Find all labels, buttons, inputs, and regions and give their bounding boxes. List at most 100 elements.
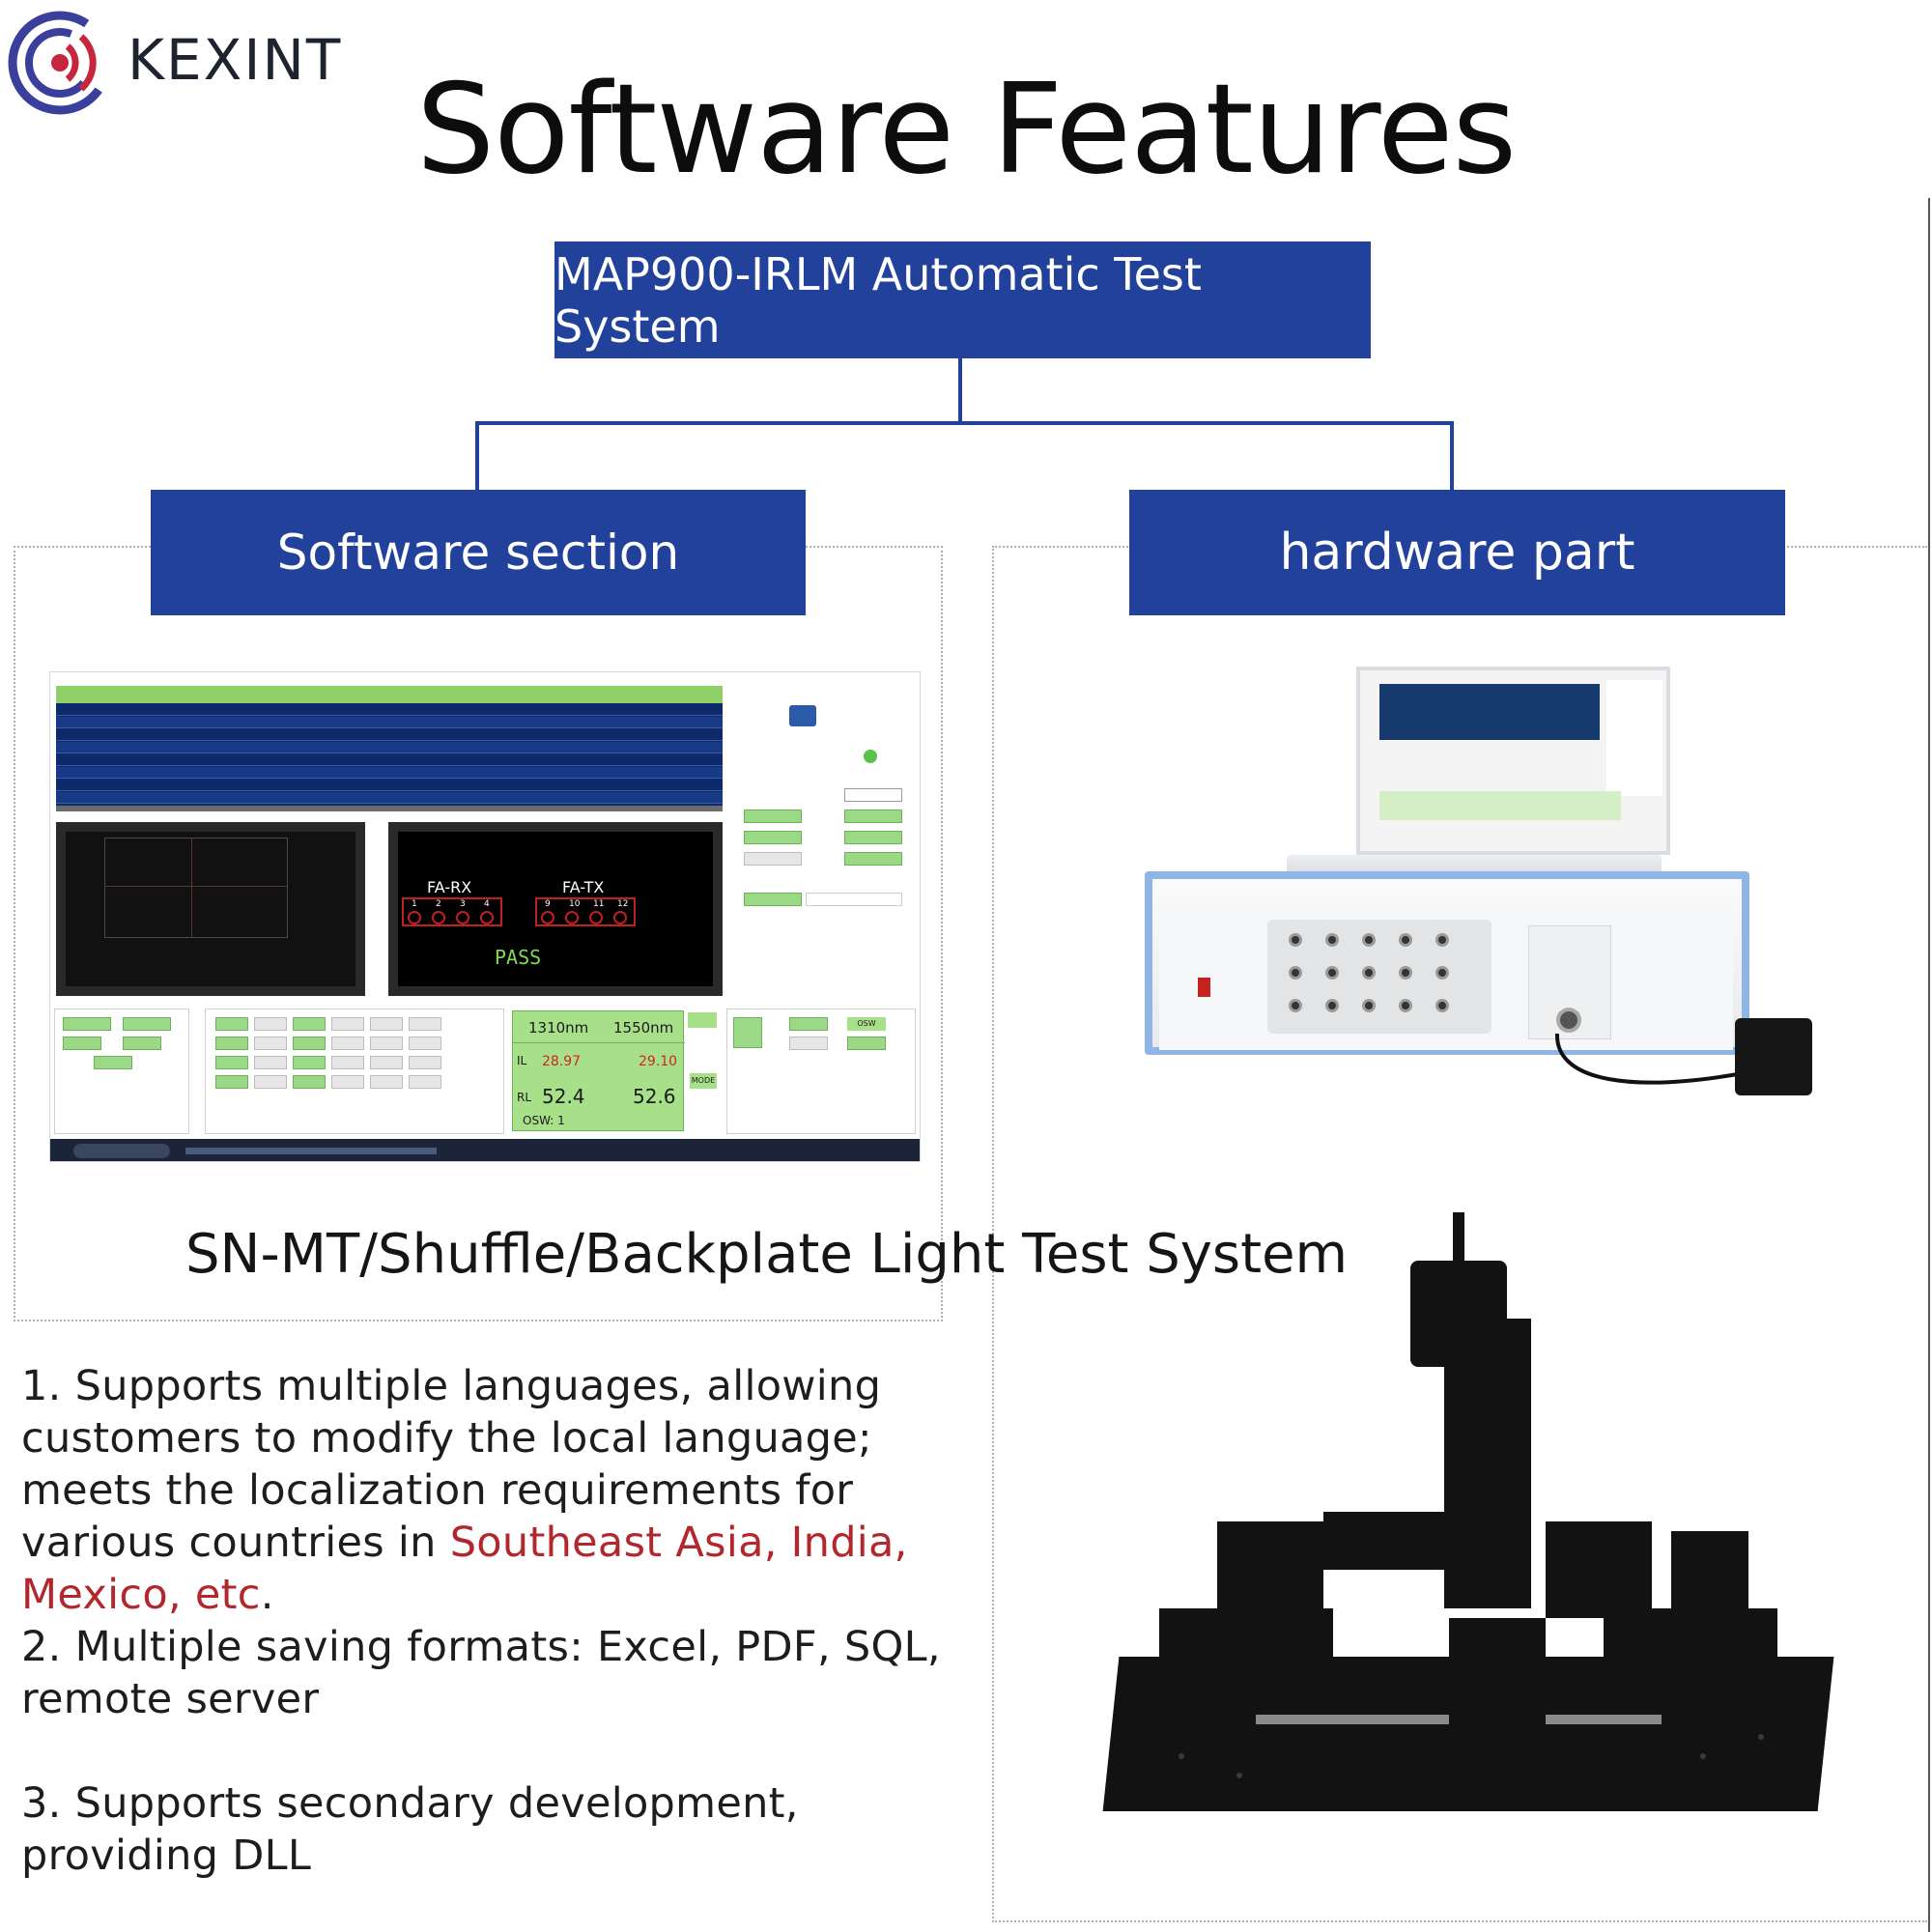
taskbar [50,1139,920,1161]
channel-button[interactable] [293,1056,326,1069]
control-button[interactable] [789,1037,828,1050]
rl-value-1310: 52.4 [542,1085,585,1108]
channel-button[interactable] [331,1056,364,1069]
settings-button[interactable] [744,810,802,823]
wavelength-1550: 1550nm [613,1019,674,1037]
fixture-stage-right [1604,1608,1777,1695]
channel-button[interactable] [215,1037,248,1050]
arrow-button[interactable] [688,1012,717,1028]
measurement-panel: 1310nm 1550nm IL 28.97 29.10 RL 52.4 52.… [512,1010,685,1131]
table-row [56,792,723,804]
table-row [56,704,723,716]
optical-port-icon [1435,933,1449,947]
fiber-adapter-box [1735,1018,1812,1095]
table-footer-bar [56,806,723,811]
channel-button[interactable] [293,1037,326,1050]
port-number: 3 [460,899,466,909]
il-button[interactable] [63,1037,101,1050]
mount-hole-icon [1236,1773,1242,1778]
page-title: Software Features [415,58,1517,202]
camera-crosshair [191,838,192,938]
reset-button[interactable] [94,1056,132,1069]
channel-grid [205,1009,504,1134]
table-row [56,729,723,741]
channel-button[interactable] [254,1056,287,1069]
feature-1-end: . [260,1571,274,1619]
connector-vertical-right [1450,421,1454,490]
channel-button[interactable] [370,1075,403,1089]
settings-button[interactable] [844,852,902,866]
channel-button[interactable] [331,1037,364,1050]
laptop-controls [1379,791,1621,820]
fa-tx-label: FA-TX [562,878,605,896]
channel-button[interactable] [331,1075,364,1089]
feature-3: 3. Supports secondary development, provi… [21,1779,799,1880]
channel-button[interactable] [215,1075,248,1089]
wavelength-1310: 1310nm [528,1019,589,1037]
sn-input[interactable] [806,893,902,906]
channel-button[interactable] [254,1017,287,1031]
table-row [56,780,723,791]
kexint-logo-icon [8,11,112,115]
page-edge-divider [1928,198,1930,1932]
mode-button[interactable]: MODE [690,1073,717,1089]
port-number: 12 [617,899,629,909]
channel-button[interactable] [331,1017,364,1031]
channel-button[interactable] [370,1017,403,1031]
settings-button[interactable] [844,831,902,844]
table-row [56,742,723,753]
channel-button[interactable] [409,1075,441,1089]
mode-select[interactable] [844,788,902,802]
rl-button[interactable] [123,1037,161,1050]
feature-2: 2. Multiple saving formats: Excel, PDF, … [21,1623,941,1723]
feature-1: 1. Supports multiple languages, allowing… [21,1360,987,1621]
port-indicator [480,911,494,924]
osw-button[interactable]: OSW [847,1017,886,1031]
channel-button[interactable] [409,1017,441,1031]
pass-status: PASS [495,946,542,969]
channel-button[interactable] [409,1037,441,1050]
taskbar-apps [185,1148,437,1154]
optical-port-icon [1362,999,1376,1012]
optical-port-icon [1435,966,1449,980]
channel-button[interactable] [215,1017,248,1031]
hardware-part-box: hardware part [1129,490,1785,615]
port-indicator [408,911,421,924]
fixture-block-right [1546,1521,1652,1618]
control-panel: OSW [726,1009,916,1134]
wavelength-button[interactable] [123,1017,171,1031]
port-number: 2 [436,899,441,909]
results-table-header [56,686,723,703]
fixture-block-left [1217,1521,1323,1618]
channel-button[interactable] [293,1075,326,1089]
settings-button[interactable] [844,810,902,823]
channel-button[interactable] [254,1075,287,1089]
channel-button[interactable] [293,1017,326,1031]
brand-name: KEXINT [128,27,343,93]
il-value-1310: 28.97 [542,1054,582,1069]
status-light-icon [864,750,877,763]
system-root-box: MAP900-IRLM Automatic Test System [554,242,1371,358]
channel-button[interactable] [370,1056,403,1069]
channel-button[interactable] [409,1056,441,1069]
control-button[interactable] [733,1017,762,1048]
fixture-block-far-right [1671,1531,1748,1618]
channel-button[interactable] [370,1037,403,1050]
search-box[interactable] [73,1144,170,1158]
il-value-1550: 29.10 [639,1054,678,1069]
laptop-screen [1356,667,1670,855]
channel-button[interactable] [215,1056,248,1069]
fa-rx-label: FA-RX [427,878,472,896]
control-button[interactable] [789,1017,828,1031]
settings-button[interactable] [744,831,802,844]
optical-port-panel [1267,920,1492,1034]
wavelength-button[interactable] [63,1017,111,1031]
control-button[interactable] [847,1037,886,1050]
system-subtitle: SN-MT/Shuffle/Backplate Light Test Syste… [185,1223,1349,1286]
mount-hole-icon [1758,1734,1764,1740]
rx-port-group [402,897,502,926]
port-number: 10 [569,899,581,909]
channel-button[interactable] [254,1037,287,1050]
settings-button[interactable] [744,852,802,866]
optical-port-icon [1289,966,1302,980]
